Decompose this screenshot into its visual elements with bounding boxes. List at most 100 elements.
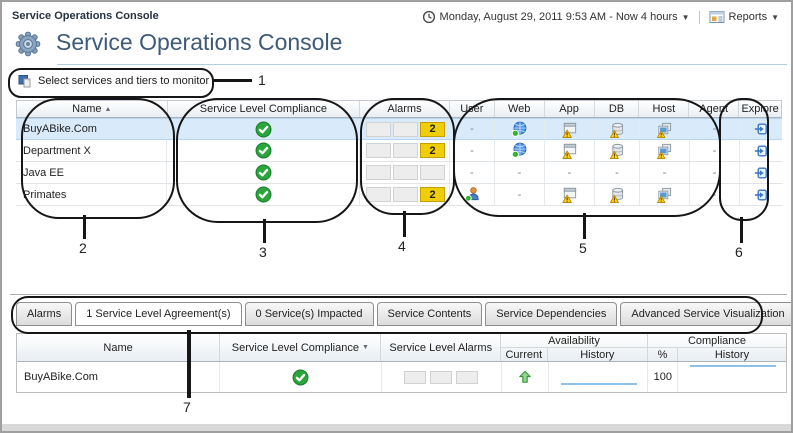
sla-table-header: Name Service Level Compliance ▼ Service … — [17, 334, 786, 362]
host-tier-warning-icon — [656, 186, 673, 203]
time-range-selector[interactable]: Monday, August 29, 2011 9:53 AM - Now 4 … — [422, 10, 690, 24]
sort-asc-icon: ▲ — [104, 105, 112, 113]
col-header-user[interactable]: User — [450, 101, 495, 117]
col-header-name-label: Name — [72, 103, 102, 115]
title-underline — [57, 64, 787, 65]
sla-col-header-name[interactable]: Name — [17, 334, 221, 361]
tier-empty-dash: - — [690, 119, 740, 139]
alarm-cell-empty — [366, 187, 391, 202]
callout-line-6 — [740, 217, 743, 243]
db-tier-warning-icon — [609, 121, 626, 138]
alarm-count-cell[interactable]: 2 — [420, 143, 445, 158]
tier-empty-dash: - — [450, 140, 495, 161]
tier-empty-dash: - — [690, 162, 740, 183]
callout-label-3: 3 — [259, 244, 267, 260]
callout-label-2: 2 — [79, 240, 87, 256]
tier-empty-dash: - — [640, 162, 690, 183]
service-name-cell[interactable]: Java EE — [16, 162, 167, 183]
col-header-compliance[interactable]: Service Level Compliance — [168, 101, 361, 117]
tab-service-dependencies[interactable]: Service Dependencies — [485, 302, 618, 326]
compliance-check-icon — [255, 164, 272, 181]
tier-empty-dash: - — [690, 184, 740, 205]
sla-col-header-current[interactable]: Current — [501, 348, 548, 361]
explore-icon[interactable] — [754, 166, 768, 180]
compliance-percent-value: 100 — [648, 362, 679, 392]
service-name-cell[interactable]: Department X — [16, 140, 167, 161]
table-row[interactable]: BuyABike.Com 2 - - — [16, 118, 782, 140]
select-services-button[interactable]: Select services and tiers to monitor — [18, 74, 209, 88]
tier-empty-dash: - — [595, 162, 640, 183]
alarm-cell-empty — [404, 370, 427, 384]
tab-service-contents[interactable]: Service Contents — [376, 302, 483, 326]
explore-icon[interactable] — [754, 144, 768, 158]
time-range-label: Monday, August 29, 2011 9:53 AM - Now 4 … — [439, 11, 678, 23]
reports-button[interactable]: Reports ▼ — [709, 10, 779, 24]
tab-alarms[interactable]: Alarms — [16, 302, 73, 326]
chevron-down-icon: ▼ — [771, 12, 779, 22]
table-row[interactable]: Primates 2 - - — [16, 184, 782, 206]
alarm-count-cell[interactable]: 2 — [420, 121, 445, 137]
col-header-agent[interactable]: Agent — [689, 101, 740, 117]
col-header-db[interactable]: DB — [595, 101, 640, 117]
user-tier-icon — [464, 186, 481, 203]
table-row[interactable]: Java EE - - - - - - — [16, 162, 782, 184]
availability-group: Availability Current History — [500, 334, 648, 361]
sla-col-header-compliance-history[interactable]: History — [714, 348, 750, 361]
alarm-count-cell[interactable]: 2 — [420, 187, 445, 202]
col-header-name[interactable]: Name ▲ — [17, 101, 168, 117]
table-row[interactable]: Department X 2 - - — [16, 140, 782, 162]
tier-empty-dash: - — [450, 162, 495, 183]
callout-line-2 — [83, 215, 86, 239]
app-tier-warning-icon — [561, 142, 578, 159]
callout-label-1: 1 — [258, 72, 266, 88]
tier-empty-dash: - — [495, 184, 545, 205]
alarm-strip: 2 — [360, 143, 449, 158]
compliance-check-icon — [255, 186, 272, 203]
bottom-scrollbar-track[interactable] — [2, 424, 791, 431]
alarm-strip: 2 — [360, 187, 449, 202]
app-tier-warning-icon — [561, 121, 578, 138]
alarm-cell-empty — [393, 121, 418, 137]
host-tier-warning-icon — [656, 142, 673, 159]
app-tier-warning-icon — [561, 186, 578, 203]
col-header-alarms[interactable]: Alarms — [360, 101, 450, 117]
services-table: Name ▲ Service Level Compliance Alarms U… — [16, 100, 782, 206]
alarm-strip — [360, 165, 449, 180]
service-name-cell[interactable]: Primates — [16, 184, 167, 205]
topbar-right: Monday, August 29, 2011 9:53 AM - Now 4 … — [422, 10, 779, 24]
sla-col-header-percent[interactable]: % — [648, 348, 678, 361]
tab-advanced-service-visualization[interactable]: Advanced Service Visualization — [620, 302, 791, 326]
explore-icon[interactable] — [754, 122, 768, 136]
clock-icon — [422, 10, 436, 24]
section-divider — [10, 294, 787, 295]
alarm-cell-empty — [393, 143, 418, 158]
compliance-history-sparkline — [690, 365, 776, 367]
table-row[interactable]: BuyABike.Com 100 — [17, 362, 786, 392]
alarm-cell-empty — [393, 187, 418, 202]
explore-icon[interactable] — [754, 188, 768, 202]
col-header-host[interactable]: Host — [639, 101, 690, 117]
availability-history-cell — [549, 362, 649, 392]
service-level-alarms-cell — [382, 362, 502, 392]
alarm-cell-empty — [393, 165, 418, 180]
sla-service-name-cell[interactable]: BuyABike.Com — [17, 362, 221, 392]
sla-col-header-alarms[interactable]: Service Level Alarms — [381, 334, 501, 361]
compliance-group-header: Compliance — [647, 334, 786, 348]
reports-label: Reports — [728, 11, 768, 23]
sort-desc-icon: ▼ — [361, 344, 369, 351]
col-header-web[interactable]: Web — [495, 101, 545, 117]
sla-col-header-compliance[interactable]: Service Level Compliance ▼ — [220, 334, 382, 361]
tab-service-level-agreements[interactable]: 1 Service Level Agreement(s) — [75, 302, 242, 326]
col-header-app[interactable]: App — [545, 101, 595, 117]
breadcrumb[interactable]: Service Operations Console — [12, 10, 159, 22]
callout-line-1 — [212, 79, 252, 82]
tab-services-impacted[interactable]: 0 Service(s) Impacted — [244, 302, 374, 326]
service-name-cell[interactable]: BuyABike.Com — [16, 119, 167, 139]
sla-col-header-availability-history[interactable]: History — [580, 348, 615, 361]
tab-bar: Alarms 1 Service Level Agreement(s) 0 Se… — [16, 302, 791, 326]
compliance-check-icon — [255, 142, 272, 159]
col-header-explore[interactable]: Explore — [741, 103, 779, 115]
chevron-down-icon: ▼ — [681, 12, 690, 22]
divider — [698, 10, 700, 24]
sla-table: Name Service Level Compliance ▼ Service … — [16, 333, 787, 393]
